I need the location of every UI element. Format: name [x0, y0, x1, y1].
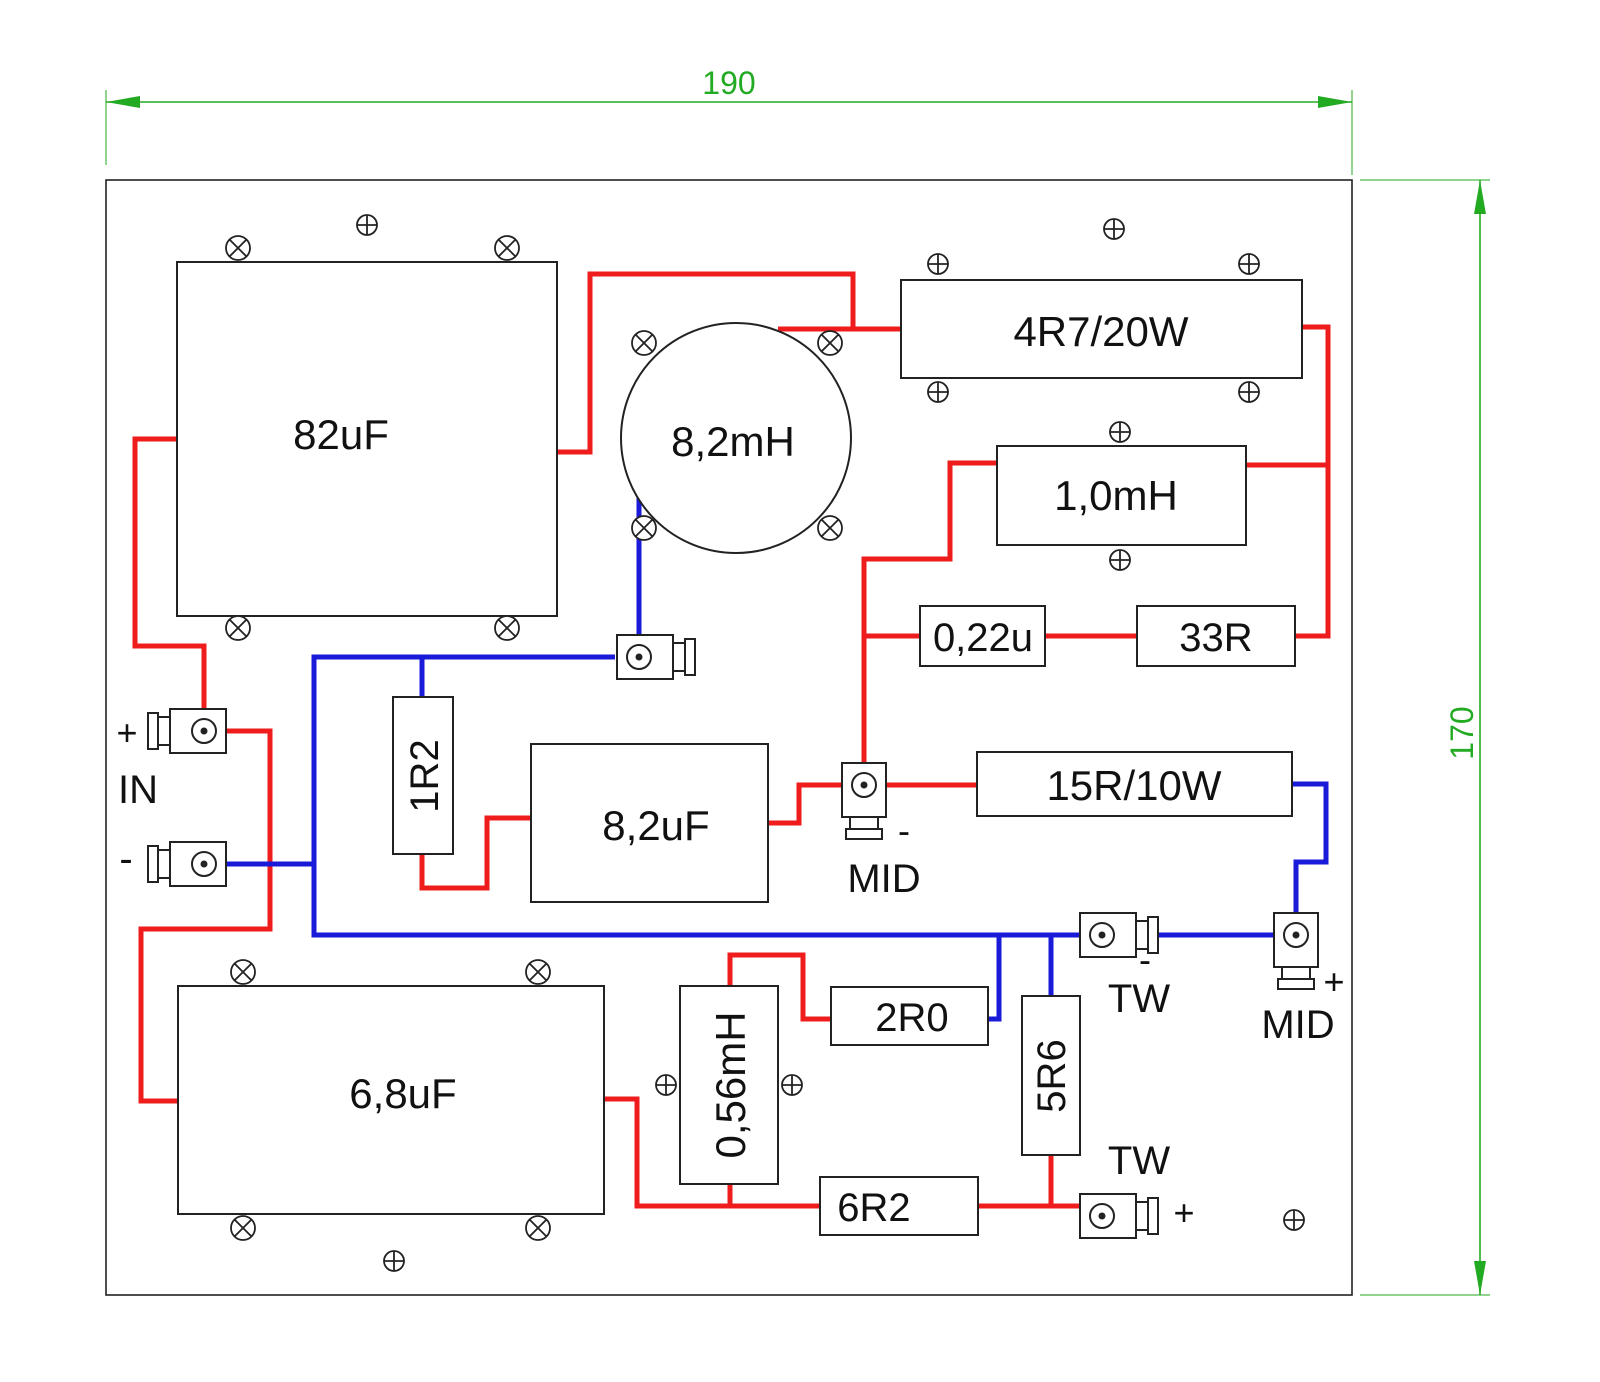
terminal-in-minus — [147, 841, 227, 887]
width-dimension-label: 190 — [702, 65, 755, 101]
resistor-6r2-label: 6R2 — [837, 1186, 910, 1230]
mid-minus-sign: - — [898, 810, 910, 851]
terminal-tw-minus — [1079, 912, 1159, 958]
terminal-labels: + IN - - MID - TW + MID TW + — [116, 712, 1344, 1233]
crossed-circle-icon — [631, 515, 657, 541]
plus-circle-icon — [781, 1074, 803, 1096]
inductor-0-56mh: 0,56mH — [679, 985, 779, 1185]
plus-circle-icon — [1238, 253, 1260, 275]
crossed-circle-icon — [525, 959, 551, 985]
inductor-0-56mh-label: 0,56mH — [707, 1011, 754, 1158]
inductor-8-2mh: 8,2mH — [620, 322, 852, 554]
crossed-circle-icon — [230, 1215, 256, 1241]
crossed-circle-icon — [230, 959, 256, 985]
crossed-circle-icon — [631, 330, 657, 356]
mounting-marks — [225, 214, 1305, 1272]
mid-plus-sign: + — [1323, 961, 1344, 1002]
inductor-1-0mh: 1,0mH — [996, 445, 1247, 546]
crossed-circle-icon — [817, 330, 843, 356]
resistor-6r2: 6R2 — [819, 1176, 979, 1236]
tw-minus-label: TW — [1108, 977, 1170, 1021]
plus-circle-icon — [1109, 549, 1131, 571]
capacitor-8-2uf-label: 8,2uF — [602, 802, 709, 849]
resistor-2r0-label: 2R0 — [875, 996, 948, 1040]
resistor-4r7-label: 4R7/20W — [1013, 308, 1188, 355]
in-label: IN — [118, 768, 158, 812]
mid-plus-label: MID — [1261, 1003, 1334, 1047]
plus-circle-icon — [927, 381, 949, 403]
resistor-33r-label: 33R — [1179, 616, 1252, 660]
capacitor-0-22u-label: 0,22u — [933, 616, 1033, 660]
terminal-mid-plus — [1273, 912, 1319, 990]
mid-minus-label: MID — [847, 857, 920, 901]
resistor-33r: 33R — [1136, 605, 1296, 667]
positive-wires — [132, 271, 1331, 1209]
capacitor-82uf: 82uF — [176, 261, 558, 617]
terminal-coil-return — [616, 634, 696, 680]
terminal-tw-plus — [1079, 1193, 1159, 1239]
tw-minus-sign: - — [1139, 939, 1151, 980]
capacitor-0-22u: 0,22u — [919, 605, 1046, 667]
width-dimension: 190 — [105, 65, 1353, 175]
crossed-circle-icon — [525, 1215, 551, 1241]
crossed-circle-icon — [225, 615, 251, 641]
capacitor-8-2uf: 8,2uF — [530, 743, 769, 903]
plus-circle-icon — [927, 253, 949, 275]
crossed-circle-icon — [494, 235, 520, 261]
resistor-15r-label: 15R/10W — [1046, 762, 1221, 809]
terminal-in-plus — [147, 708, 227, 754]
height-dimension-label: 170 — [1444, 706, 1480, 759]
resistor-1r2-label: 1R2 — [403, 739, 447, 812]
resistor-2r0: 2R0 — [830, 986, 989, 1046]
crossed-circle-icon — [817, 515, 843, 541]
in-minus-sign: - — [119, 837, 132, 881]
resistor-5r6-label: 5R6 — [1030, 1039, 1074, 1112]
plus-circle-icon — [1103, 218, 1125, 240]
resistor-1r2: 1R2 — [392, 696, 454, 855]
resistor-5r6: 5R6 — [1021, 995, 1081, 1156]
capacitor-6-8uf: 6,8uF — [177, 985, 605, 1215]
resistor-15r: 15R/10W — [976, 751, 1293, 817]
plus-circle-icon — [655, 1074, 677, 1096]
capacitor-82uf-label: 82uF — [293, 411, 389, 458]
wire-in-plus-to-82uf — [132, 436, 207, 712]
inductor-1-0mh-label: 1,0mH — [1054, 472, 1178, 519]
capacitor-6-8uf-label: 6,8uF — [349, 1070, 456, 1117]
plus-circle-icon — [356, 214, 378, 236]
inductor-8-2mh-label: 8,2mH — [671, 418, 795, 465]
terminals — [147, 634, 1319, 1239]
plus-circle-icon — [383, 1250, 405, 1272]
plus-circle-icon — [1283, 1209, 1305, 1231]
height-dimension: 170 — [1360, 179, 1490, 1296]
crossed-circle-icon — [225, 235, 251, 261]
tw-plus-label: TW — [1108, 1139, 1170, 1183]
plus-circle-icon — [1238, 381, 1260, 403]
resistor-4r7: 4R7/20W — [900, 279, 1303, 379]
in-plus-sign: + — [116, 712, 137, 753]
tw-plus-sign: + — [1173, 1192, 1194, 1233]
terminal-mid-minus — [841, 762, 887, 840]
plus-circle-icon — [1109, 421, 1131, 443]
crossed-circle-icon — [494, 615, 520, 641]
